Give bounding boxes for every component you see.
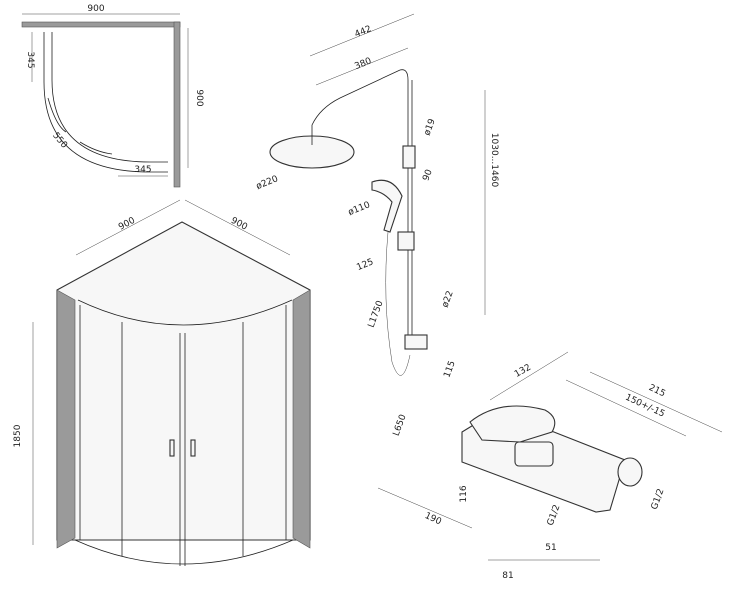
shower-slider: [397, 231, 415, 251]
plan-door-curve: [51, 32, 168, 163]
cabin-wall-left: [56, 289, 76, 549]
mixer-depth-label: 132: [513, 363, 533, 380]
mixer-thread-bottom-label: G1/2: [546, 504, 563, 528]
mixer-outlet-offset-label: 51: [545, 543, 556, 553]
cabin-view: 900 900 1850: [13, 199, 311, 566]
hand-shower: [371, 179, 403, 233]
mixer-thread-side-label: G1/2: [650, 488, 667, 512]
plan-view: 900 900 345 345 550: [21, 4, 204, 188]
mixer-length-label: 190: [423, 511, 443, 527]
holder-size-label: 90: [421, 168, 434, 182]
shower-dim-line-442: [309, 13, 415, 57]
bar-height-label: 1030...1460: [489, 133, 499, 188]
cabin-back-wall: [56, 221, 311, 541]
shower-hose: [385, 231, 411, 376]
mixer-total-width-label: 215: [647, 383, 667, 399]
plan-wall-top: [21, 21, 181, 28]
hose-length-bottom-label: L650: [392, 413, 409, 438]
cabin-dim-line-left: [75, 199, 181, 256]
plan-arrow-curve-2: [79, 141, 113, 155]
plan-radius-label: 550: [50, 131, 69, 151]
mixer-dim-line-150: [565, 379, 687, 437]
slider-size-label: 125: [355, 257, 375, 273]
arm-length-label: 380: [353, 56, 373, 72]
bar-diameter-label: ø22: [441, 290, 456, 309]
mixer-outlet: [617, 457, 643, 487]
plan-width-label: 900: [87, 4, 104, 14]
plan-offset-left-label: 345: [25, 51, 35, 68]
cabin-height-label: 1850: [13, 424, 23, 447]
plan-depth-label: 900: [194, 89, 204, 106]
mixer-body-offset-label: 81: [502, 571, 513, 581]
cabin-wall-right: [292, 289, 311, 549]
mixer-cartridge: [514, 441, 554, 467]
shower-clamp: [404, 334, 428, 350]
cabin-top-rail: [77, 299, 293, 326]
mixer-view: 132 215 150+/-15 190 116 G1/2 G1/2 51 81: [377, 351, 723, 581]
plan-tray-curve: [43, 32, 168, 173]
hose-length-top-label: L1750: [367, 299, 386, 329]
cabin-dim-line-right: [184, 199, 291, 256]
shower-dim-line-380: [315, 47, 409, 86]
cabin-tray: [74, 539, 294, 565]
arm-total-label: 442: [353, 24, 373, 40]
plan-wall-right: [173, 21, 181, 188]
plan-arrow-curve-1: [47, 97, 67, 133]
plan-offset-bottom-label: 345: [134, 165, 151, 175]
cabin-handle-right: [190, 439, 196, 457]
mixer-lever: [469, 405, 556, 443]
handshower-diameter-label: ø110: [347, 200, 372, 218]
cabin-width-left-label: 900: [117, 216, 137, 233]
mixer-dim-line-132: [489, 351, 569, 401]
cabin-handle-left: [169, 439, 175, 457]
head-diameter-label: ø220: [255, 174, 280, 192]
shower-arm: [311, 69, 409, 340]
shower-holder: [402, 145, 416, 169]
mixer-dim-line-215: [589, 371, 723, 433]
clamp-size-label: 115: [442, 360, 457, 380]
mixer-dim-line-190: [377, 487, 473, 529]
cabin-width-right-label: 900: [229, 216, 249, 233]
mixer-height-label: 116: [459, 485, 469, 502]
pipe-diameter-label: ø19: [423, 117, 438, 137]
